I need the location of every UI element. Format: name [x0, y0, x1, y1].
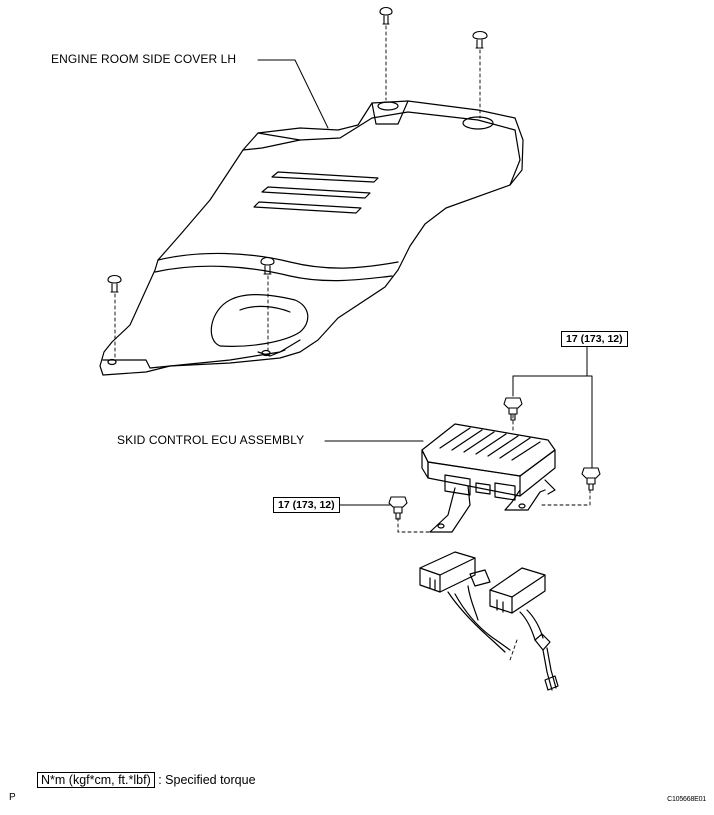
bolt-upper-left — [503, 397, 523, 421]
figure-id: C105668E01 — [667, 796, 706, 803]
leader-upper-torque — [512, 346, 593, 469]
torque-legend: N*m (kgf*cm, ft.*lbf) : Specified torque — [37, 772, 256, 788]
clip-right — [472, 30, 488, 49]
dashed-assembly-lines — [114, 25, 591, 661]
clip-center — [260, 256, 275, 275]
leader-engine-cover — [257, 59, 329, 129]
wire-harness — [419, 551, 559, 691]
torque-legend-text: : Specified torque — [158, 773, 256, 787]
page-mark: P — [9, 792, 16, 803]
engine-room-side-cover-label: ENGINE ROOM SIDE COVER LH — [51, 52, 237, 66]
skid-control-ecu — [421, 423, 556, 533]
torque-unit-box: N*m (kgf*cm, ft.*lbf) — [37, 772, 155, 788]
clip-top — [379, 6, 393, 25]
torque-callout-lower: 17 (173, 12) — [273, 497, 340, 513]
skid-control-ecu-label: SKID CONTROL ECU ASSEMBLY — [117, 433, 305, 447]
bolt-lower-left — [388, 496, 408, 520]
clip-left — [107, 274, 122, 293]
engine-room-side-cover — [99, 100, 524, 376]
torque-callout-upper: 17 (173, 12) — [561, 331, 628, 347]
bolt-right — [581, 467, 601, 491]
